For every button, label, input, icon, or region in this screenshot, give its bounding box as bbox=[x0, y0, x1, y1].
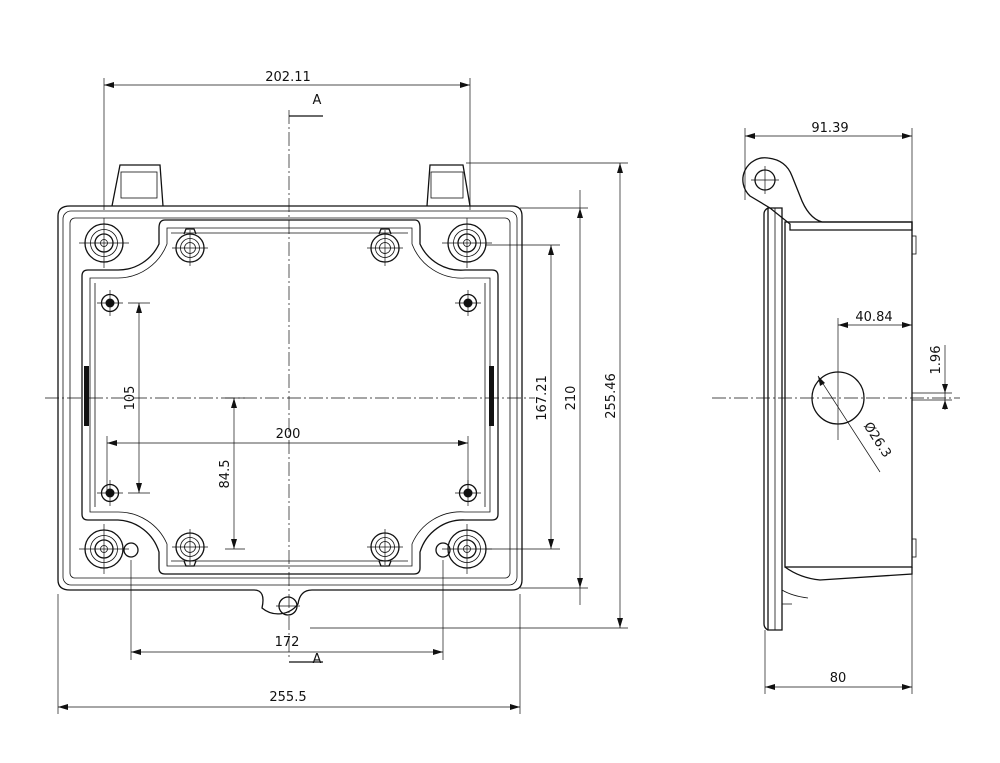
corner-boss-top-right bbox=[441, 217, 493, 269]
side-flange bbox=[767, 207, 783, 631]
mount-hole-bottom-left bbox=[123, 542, 139, 558]
lid-lug-bottom-right bbox=[366, 528, 404, 567]
dim-center-offset: 84.5 bbox=[218, 460, 233, 489]
pcb-hole-top-right bbox=[454, 289, 482, 317]
side-view bbox=[712, 157, 960, 631]
dim-side-depth: 80 bbox=[830, 671, 847, 686]
section-label-bottom: A bbox=[313, 652, 322, 667]
right-groove bbox=[489, 366, 494, 426]
dim-hole-offset: 40.84 bbox=[855, 310, 892, 325]
side-bottom-taper bbox=[784, 566, 913, 581]
corner-boss-top-left bbox=[78, 217, 130, 269]
inner-cavity bbox=[81, 219, 499, 575]
dimension-lines bbox=[57, 78, 952, 714]
dim-top-width: 202.11 bbox=[265, 70, 311, 85]
dim-mount-spacing: 172 bbox=[275, 635, 300, 650]
front-view bbox=[45, 110, 535, 663]
dim-body-height: 210 bbox=[564, 386, 579, 411]
dim-hole-small-offset: 1.96 bbox=[929, 346, 944, 375]
pcb-hole-bottom-left bbox=[96, 479, 124, 507]
lid-lug-top-right bbox=[366, 228, 404, 267]
dim-hole-horizontal: 200 bbox=[276, 427, 301, 442]
dim-total-width: 255.5 bbox=[269, 690, 306, 705]
dim-total-height: 255.46 bbox=[604, 373, 619, 419]
dim-hole-vertical: 105 bbox=[123, 386, 138, 411]
pcb-hole-top-left bbox=[96, 289, 124, 317]
mount-hole-bottom-right bbox=[435, 542, 451, 558]
lid-lug-bottom-left bbox=[171, 528, 209, 567]
dimension-labels: 202.11 A A 255.5 172 200 105 84.5 167.21… bbox=[123, 70, 944, 705]
dim-inner-height: 167.21 bbox=[535, 375, 550, 421]
lid-lug-top-left bbox=[171, 228, 209, 267]
corner-boss-bottom-left bbox=[78, 523, 130, 575]
dim-side-width: 91.39 bbox=[811, 121, 848, 136]
top-left-lug bbox=[111, 164, 164, 207]
top-right-lug bbox=[426, 164, 471, 207]
side-body bbox=[784, 221, 913, 568]
dim-hole-diameter: Ø26.3 bbox=[860, 420, 894, 461]
section-label-top: A bbox=[313, 93, 322, 108]
left-groove bbox=[84, 366, 89, 426]
